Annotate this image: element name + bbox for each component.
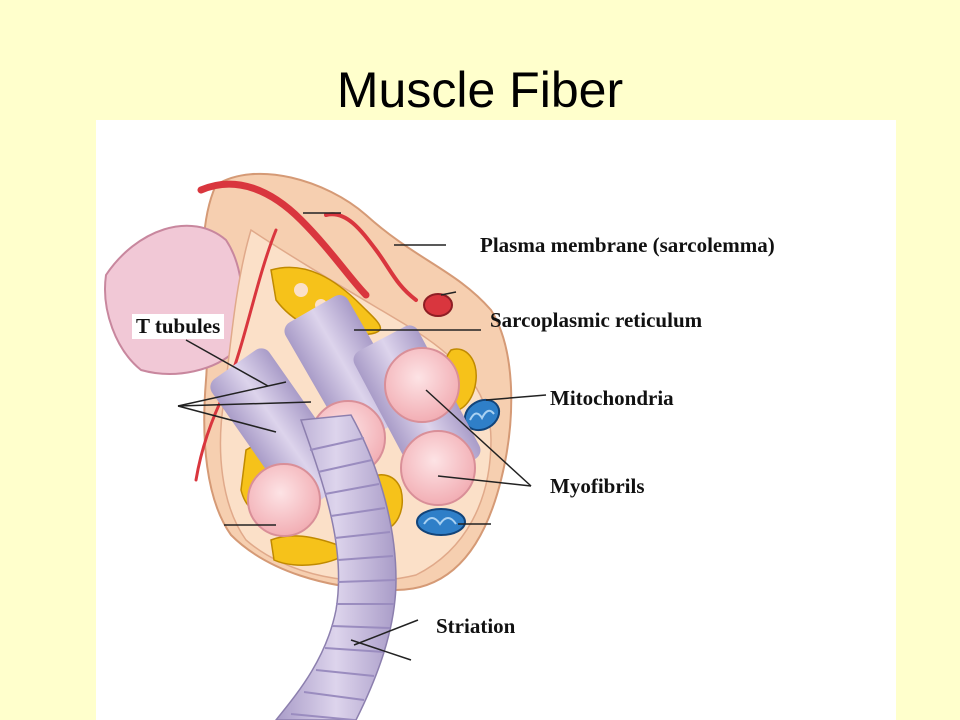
leader-t-tubules <box>185 339 269 387</box>
membrane-flap-left <box>104 224 244 375</box>
leader-t-tubules-branch <box>177 401 312 407</box>
leader-myofibrils <box>425 389 532 487</box>
mitochondrion-cristae <box>423 517 457 526</box>
sr-pore <box>294 283 308 297</box>
leader-lines <box>177 212 547 661</box>
mitochondrion-cristae <box>469 409 495 421</box>
blood-vessel <box>197 180 370 299</box>
label-t-tubules: T tubules <box>132 314 225 339</box>
slide-title: Muscle Fiber <box>336 62 624 118</box>
myofibril-face <box>247 463 321 537</box>
leader-mitochondria <box>485 394 547 401</box>
leader-myofibrils <box>437 475 532 487</box>
figure-panel: T tubules Plasma membrane (sarcolemma) S… <box>96 120 896 720</box>
label-myofibrils: Myofibrils <box>550 474 645 498</box>
label-plasma-membrane: Plasma membrane (sarcolemma) <box>480 233 775 257</box>
muscle-fiber-illustration <box>104 172 547 720</box>
leader-t-tubules-branch <box>177 381 287 407</box>
myofibril-face <box>400 430 476 506</box>
blood-vessel <box>324 212 418 302</box>
blood-vessel-cross-section <box>423 293 453 317</box>
striation-bands <box>290 437 396 720</box>
leader-striation <box>350 639 412 661</box>
leader-striation-arrow <box>353 619 419 646</box>
label-sarcoplasmic-reticulum: Sarcoplasmic reticulum <box>490 308 703 332</box>
striated-myofibril <box>275 414 397 720</box>
label-striation: Striation <box>436 614 516 638</box>
label-mitochondria: Mitochondria <box>550 386 674 410</box>
leader-t-tubules-branch <box>177 405 277 433</box>
leader-vessel <box>440 291 457 296</box>
myofibril-tube <box>210 348 352 512</box>
